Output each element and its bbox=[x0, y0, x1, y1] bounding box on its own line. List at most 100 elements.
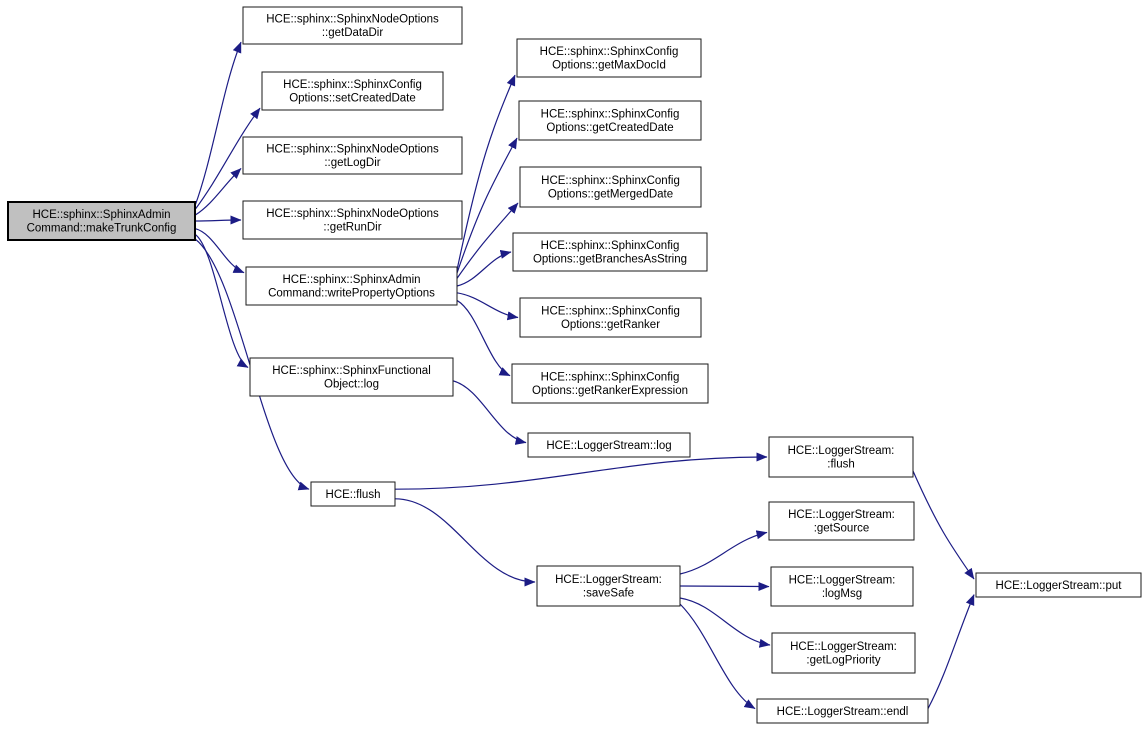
node-label-getLogDir-line2: ::getLogDir bbox=[324, 157, 380, 169]
node-getLogPriority[interactable]: HCE::LoggerStream::getLogPriority bbox=[771, 632, 916, 674]
node-getLogDir[interactable]: HCE::sphinx::SphinxNodeOptions::getLogDi… bbox=[242, 136, 463, 175]
node-label-getRankerExpression-line2: Options::getRankerExpression bbox=[532, 385, 688, 397]
node-label-writePropertyOptions-line1: HCE::sphinx::SphinxAdmin bbox=[282, 274, 420, 286]
node-put[interactable]: HCE::LoggerStream::put bbox=[975, 572, 1142, 598]
edge-saveSafe-endl bbox=[679, 603, 756, 710]
node-getDataDir[interactable]: HCE::sphinx::SphinxNodeOptions::getDataD… bbox=[242, 6, 463, 45]
node-label-lsFlush-line1: HCE::LoggerStream: bbox=[788, 445, 895, 457]
node-writePropertyOptions[interactable]: HCE::sphinx::SphinxAdminCommand::writePr… bbox=[245, 266, 458, 306]
node-box-getRankerExpression[interactable] bbox=[511, 363, 709, 404]
node-box-getRunDir[interactable] bbox=[242, 200, 463, 240]
node-getRankerExpression[interactable]: HCE::sphinx::SphinxConfigOptions::getRan… bbox=[511, 363, 709, 404]
edge-writePropertyOptions-getRanker bbox=[456, 292, 519, 321]
edge-writePropertyOptions-getBranchesAsString bbox=[456, 249, 512, 287]
edge-makeTrunkConfig-getDataDir bbox=[194, 41, 242, 207]
edge-makeTrunkConfig-functionalLog bbox=[194, 233, 249, 369]
edge-lsFlush-put bbox=[912, 470, 975, 580]
node-label-getLogPriority-line2: :getLogPriority bbox=[806, 655, 880, 667]
node-lsFlush[interactable]: HCE::LoggerStream::flush bbox=[768, 436, 914, 478]
node-box-logMsg[interactable] bbox=[770, 566, 914, 607]
node-box-loggerLog[interactable] bbox=[527, 432, 691, 458]
node-label-getBranchesAsString-line2: Options::getBranchesAsString bbox=[533, 254, 687, 266]
node-flush[interactable]: HCE::flush bbox=[310, 481, 396, 507]
node-getMergedDate[interactable]: HCE::sphinx::SphinxConfigOptions::getMer… bbox=[519, 166, 702, 208]
node-box-getLogPriority[interactable] bbox=[771, 632, 916, 674]
edge-endl-put bbox=[927, 594, 975, 709]
node-endl[interactable]: HCE::LoggerStream::endl bbox=[756, 698, 929, 724]
edge-makeTrunkConfig-getLogDir bbox=[194, 168, 242, 216]
node-box-setCreatedDate[interactable] bbox=[261, 71, 444, 111]
node-label-getSource-line2: :getSource bbox=[814, 523, 870, 535]
node-label-makeTrunkConfig-line2: Command::makeTrunkConfig bbox=[27, 223, 177, 235]
node-label-getRanker-line1: HCE::sphinx::SphinxConfig bbox=[541, 306, 680, 318]
node-label-logMsg-line2: :logMsg bbox=[822, 588, 862, 600]
node-box-getDataDir[interactable] bbox=[242, 6, 463, 45]
node-box-getSource[interactable] bbox=[768, 501, 915, 541]
edge-writePropertyOptions-getCreatedDate bbox=[456, 137, 518, 274]
node-label-getRanker-line2: Options::getRanker bbox=[561, 319, 660, 331]
node-box-functionalLog[interactable] bbox=[249, 357, 454, 397]
node-label-getMaxDocId-line1: HCE::sphinx::SphinxConfig bbox=[540, 46, 679, 58]
node-label-loggerLog-line1: HCE::LoggerStream::log bbox=[546, 440, 671, 452]
node-label-flush-line1: HCE::flush bbox=[326, 489, 381, 501]
node-label-makeTrunkConfig-line1: HCE::sphinx::SphinxAdmin bbox=[32, 209, 170, 221]
edge-saveSafe-logMsg bbox=[679, 581, 770, 591]
node-label-getCreatedDate-line1: HCE::sphinx::SphinxConfig bbox=[541, 109, 680, 121]
node-label-getSource-line1: HCE::LoggerStream: bbox=[788, 509, 895, 521]
node-box-getMergedDate[interactable] bbox=[519, 166, 702, 208]
node-box-saveSafe[interactable] bbox=[536, 565, 681, 607]
node-box-getMaxDocId[interactable] bbox=[516, 38, 702, 78]
node-label-setCreatedDate-line2: Options::setCreatedDate bbox=[289, 93, 416, 105]
edge-writePropertyOptions-getMaxDocId bbox=[456, 74, 516, 271]
node-box-getBranchesAsString[interactable] bbox=[512, 232, 708, 272]
edge-makeTrunkConfig-setCreatedDate bbox=[194, 107, 261, 210]
node-getMaxDocId[interactable]: HCE::sphinx::SphinxConfigOptions::getMax… bbox=[516, 38, 702, 78]
node-logMsg[interactable]: HCE::LoggerStream::logMsg bbox=[770, 566, 914, 607]
edge-saveSafe-getLogPriority bbox=[679, 597, 771, 648]
node-label-getMergedDate-line1: HCE::sphinx::SphinxConfig bbox=[541, 175, 680, 187]
edge-functionalLog-loggerLog bbox=[452, 380, 527, 445]
node-label-getMergedDate-line2: Options::getMergedDate bbox=[548, 189, 673, 201]
node-getBranchesAsString[interactable]: HCE::sphinx::SphinxConfigOptions::getBra… bbox=[512, 232, 708, 272]
node-getRunDir[interactable]: HCE::sphinx::SphinxNodeOptions::getRunDi… bbox=[242, 200, 463, 240]
edge-flush-saveSafe bbox=[394, 498, 536, 587]
node-label-writePropertyOptions-line2: Command::writePropertyOptions bbox=[268, 288, 435, 300]
node-label-getRankerExpression-line1: HCE::sphinx::SphinxConfig bbox=[541, 372, 680, 384]
node-getCreatedDate[interactable]: HCE::sphinx::SphinxConfigOptions::getCre… bbox=[518, 100, 702, 141]
node-label-lsFlush-line2: :flush bbox=[827, 459, 855, 471]
edge-saveSafe-getSource bbox=[679, 530, 768, 575]
node-label-functionalLog-line2: Object::log bbox=[324, 379, 379, 391]
node-box-getRanker[interactable] bbox=[519, 297, 702, 338]
node-box-lsFlush[interactable] bbox=[768, 436, 914, 478]
node-box-getLogDir[interactable] bbox=[242, 136, 463, 175]
node-box-makeTrunkConfig[interactable] bbox=[7, 201, 196, 241]
node-getSource[interactable]: HCE::LoggerStream::getSource bbox=[768, 501, 915, 541]
node-label-getLogDir-line1: HCE::sphinx::SphinxNodeOptions bbox=[266, 144, 439, 156]
nodes-layer: HCE::sphinx::SphinxAdminCommand::makeTru… bbox=[7, 6, 1142, 724]
node-label-saveSafe-line1: HCE::LoggerStream: bbox=[555, 574, 662, 586]
node-label-getRunDir-line2: ::getRunDir bbox=[323, 222, 381, 234]
node-setCreatedDate[interactable]: HCE::sphinx::SphinxConfigOptions::setCre… bbox=[261, 71, 444, 111]
node-box-flush[interactable] bbox=[310, 481, 396, 507]
node-label-logMsg-line1: HCE::LoggerStream: bbox=[789, 575, 896, 587]
node-label-getLogPriority-line1: HCE::LoggerStream: bbox=[790, 641, 897, 653]
node-label-getBranchesAsString-line1: HCE::sphinx::SphinxConfig bbox=[541, 240, 680, 252]
node-box-getCreatedDate[interactable] bbox=[518, 100, 702, 141]
edge-writePropertyOptions-getMergedDate bbox=[456, 202, 519, 279]
edges-layer bbox=[194, 41, 975, 710]
node-getRanker[interactable]: HCE::sphinx::SphinxConfigOptions::getRan… bbox=[519, 297, 702, 338]
node-saveSafe[interactable]: HCE::LoggerStream::saveSafe bbox=[536, 565, 681, 607]
node-label-getDataDir-line2: ::getDataDir bbox=[322, 27, 384, 39]
node-box-writePropertyOptions[interactable] bbox=[245, 266, 458, 306]
node-loggerLog[interactable]: HCE::LoggerStream::log bbox=[527, 432, 691, 458]
node-label-saveSafe-line2: :saveSafe bbox=[583, 588, 634, 600]
node-makeTrunkConfig[interactable]: HCE::sphinx::SphinxAdminCommand::makeTru… bbox=[7, 201, 196, 241]
edge-makeTrunkConfig-writePropertyOptions bbox=[194, 228, 245, 274]
node-label-put-line1: HCE::LoggerStream::put bbox=[996, 580, 1123, 592]
node-box-put[interactable] bbox=[975, 572, 1142, 598]
node-box-endl[interactable] bbox=[756, 698, 929, 724]
node-label-getRunDir-line1: HCE::sphinx::SphinxNodeOptions bbox=[266, 208, 439, 220]
